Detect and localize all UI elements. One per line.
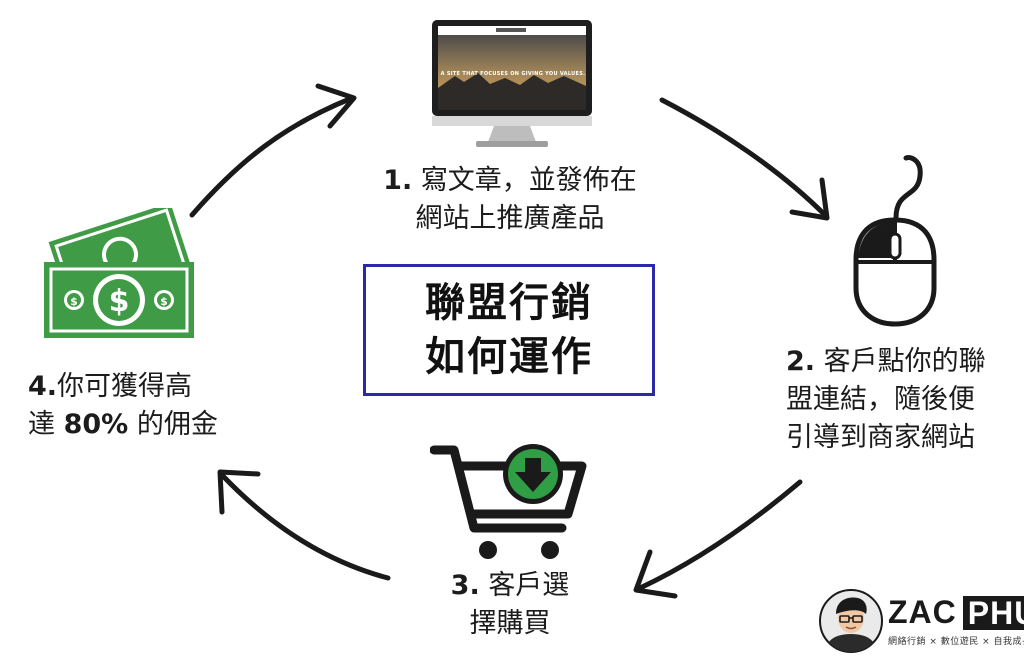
arrowhead-step1 (315, 83, 357, 129)
arrow-to-step1 (189, 95, 355, 218)
brand-last-name: PHUA (962, 595, 1024, 630)
step-4-number: 4. (28, 371, 58, 402)
step-1-line-2: 網站上推廣產品 (415, 203, 605, 234)
step-4-line-2-post: 的佣金 (128, 409, 218, 440)
step-2-line-2: 盟連結，隨後便 (786, 384, 975, 415)
step-1-number: 1. (383, 165, 413, 196)
arrow-to-step4 (219, 472, 391, 581)
step-1-text: 1. 寫文章，並發佈在 網站上推廣產品 (360, 162, 660, 238)
step-2-line-1: 客戶點你的聯 (823, 346, 986, 377)
arrowhead-step4 (217, 469, 261, 515)
step-4-line-2-pre: 達 (28, 409, 64, 440)
monitor-icon (432, 20, 592, 147)
step-1-line-1: 寫文章，並發佈在 (420, 165, 637, 196)
title-line-2: 如何運作 (425, 334, 593, 380)
mouse-icon (853, 155, 937, 327)
svg-text:$: $ (160, 295, 168, 308)
step-2-text: 2. 客戶點你的聯 盟連結，隨後便 引導到商家網站 (786, 343, 986, 457)
step-2-number: 2. (786, 346, 816, 377)
step-4-text: 4.你可獲得高 達 80% 的佣金 (28, 368, 218, 444)
money-icon: $ $ $ (44, 208, 194, 338)
shopping-cart-icon (430, 444, 587, 559)
arrow-to-step2 (659, 97, 828, 218)
step-3-number: 3. (450, 570, 480, 601)
step-2-line-3: 引導到商家網站 (786, 422, 975, 453)
step-3-line-1: 客戶選 (488, 570, 570, 601)
title-box: 聯盟行銷 如何運作 (363, 264, 655, 396)
step-3-line-2: 擇購買 (469, 608, 551, 639)
brand-logo: ZAC PHUA (888, 594, 1024, 631)
brand-first-name: ZAC (888, 594, 957, 630)
svg-text:$: $ (109, 284, 130, 319)
title-line-1: 聯盟行銷 (425, 280, 593, 326)
arrowhead-step3 (633, 549, 678, 599)
step-3-text: 3. 客戶選 擇購買 (440, 567, 580, 643)
arrow-to-step3 (637, 479, 803, 591)
step-4-line-1: 你可獲得高 (57, 371, 193, 402)
arrowhead-step2 (789, 177, 830, 221)
avatar (819, 589, 883, 653)
svg-text:$: $ (70, 295, 78, 308)
brand-tagline: 網絡行銷 × 數位遊民 × 自我成長 (888, 637, 1024, 647)
monitor-screen-headline: A SITE THAT FOCUSES ON GIVING YOU VALUES… (440, 71, 586, 77)
step-4-percent: 80% (63, 409, 129, 440)
